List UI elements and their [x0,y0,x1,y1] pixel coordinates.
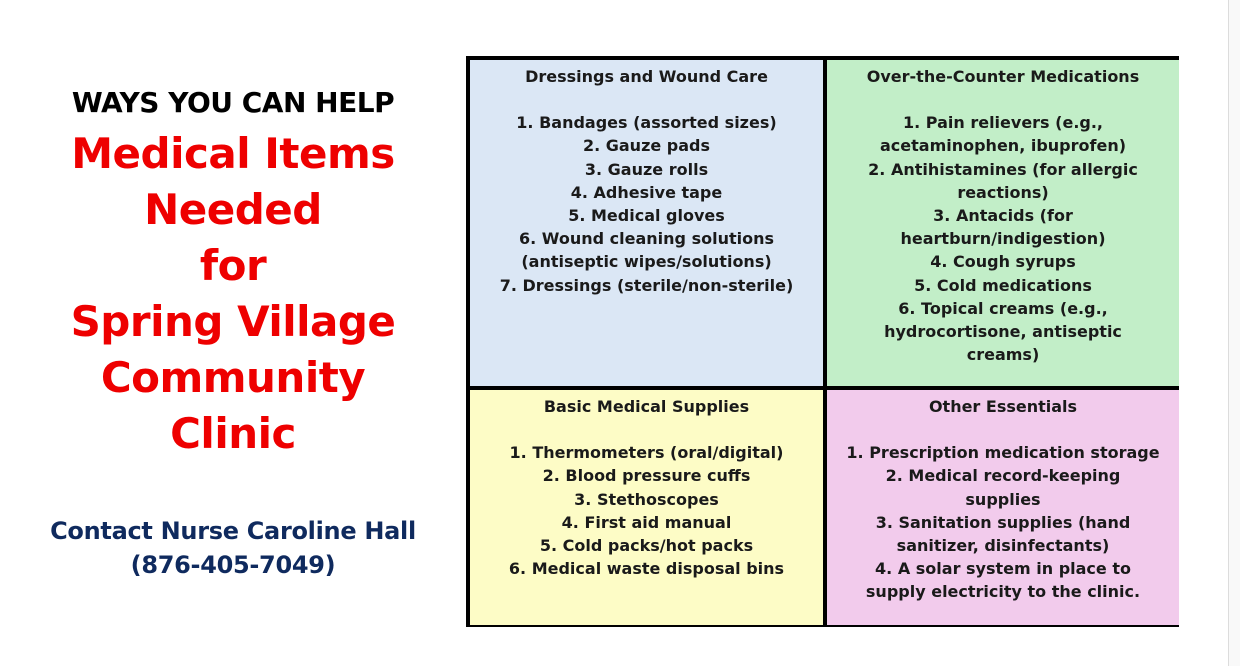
quadrant-otc-medications: Over-the-Counter Medications 1. Pain rel… [827,60,1179,386]
item-list: 1. Thermometers (oral/digital) 2. Blood p… [470,441,823,580]
list-item: 1. Prescription medication storage [846,443,1160,463]
items-grid: Dressings and Wound Care 1. Bandages (as… [466,56,1179,627]
headline-line: Needed [144,185,322,234]
list-item: 1. Pain relievers (e.g., acetaminophen, … [879,113,1127,156]
list-item: 3. Sanitation supplies (hand sanitizer, … [875,512,1131,556]
list-item: 5. Medical gloves [568,206,725,226]
headline-line: Medical Items [71,129,395,178]
quadrant-title: Over-the-Counter Medications [866,67,1140,86]
list-item: 2. Gauze pads [582,136,711,156]
list-item: 4. A solar system in place to supply ele… [865,559,1141,602]
list-item: 4. Cough syrups [930,252,1076,272]
quadrant-other-essentials: Other Essentials 1. Prescription medicat… [827,390,1179,625]
headline-line: Spring Village [70,297,396,346]
list-item: 1. Bandages (assorted sizes) [516,113,777,133]
quadrant-title: Basic Medical Supplies [543,397,750,416]
list-item: 7. Dressings (sterile/non-sterile) [499,275,794,295]
quadrant-basic-supplies: Basic Medical Supplies 1. Thermometers (… [470,390,823,625]
contact-info: Contact Nurse Caroline Hall (876-405-704… [0,514,466,582]
list-item: 6. Topical creams (e.g., hydrocortisone,… [884,298,1122,365]
headline-line: Clinic [170,409,296,458]
item-list: 1. Prescription medication storage 2. Med… [827,441,1179,603]
list-item: 5. Cold medications [914,275,1092,295]
list-item: 2. Antihistamines (for allergic reaction… [868,159,1138,202]
list-item: 4. First aid manual [561,512,732,532]
list-item: 3. Antacids (for heartburn/indigestion) [900,206,1106,249]
list-item: 3. Stethoscopes [574,489,719,509]
headline-line: for [199,241,267,290]
list-item: 4. Adhesive tape [570,182,723,202]
list-item: 6. Wound cleaning solutions (antiseptic … [519,229,774,272]
item-list: 1. Pain relievers (e.g., acetaminophen, … [827,111,1179,366]
list-item: 1. Thermometers (oral/digital) [509,443,784,463]
quadrant-title: Other Essentials [928,397,1078,416]
list-item: 5. Cold packs/hot packs [539,536,754,556]
flyer-left-panel: WAYS YOU CAN HELP Medical Items Needed f… [0,0,466,666]
kicker-heading: WAYS YOU CAN HELP [71,86,395,119]
page-edge [1228,0,1240,666]
headline-line: Community [100,353,366,402]
contact-phone: (876-405-7049) [130,551,336,579]
headline: Medical Items Needed for Spring Village … [0,126,466,462]
list-item: 2. Blood pressure cuffs [542,466,751,486]
quadrant-title: Dressings and Wound Care [525,67,768,86]
list-item: 6. Medical waste disposal bins [508,559,785,579]
item-list: 1. Bandages (assorted sizes) 2. Gauze pad… [470,111,823,297]
list-item: 2. Medical record-keeping supplies [885,466,1121,509]
contact-name: Contact Nurse Caroline Hall [50,517,416,545]
quadrant-dressings: Dressings and Wound Care 1. Bandages (as… [470,60,823,386]
list-item: 3. Gauze rolls [584,159,709,179]
